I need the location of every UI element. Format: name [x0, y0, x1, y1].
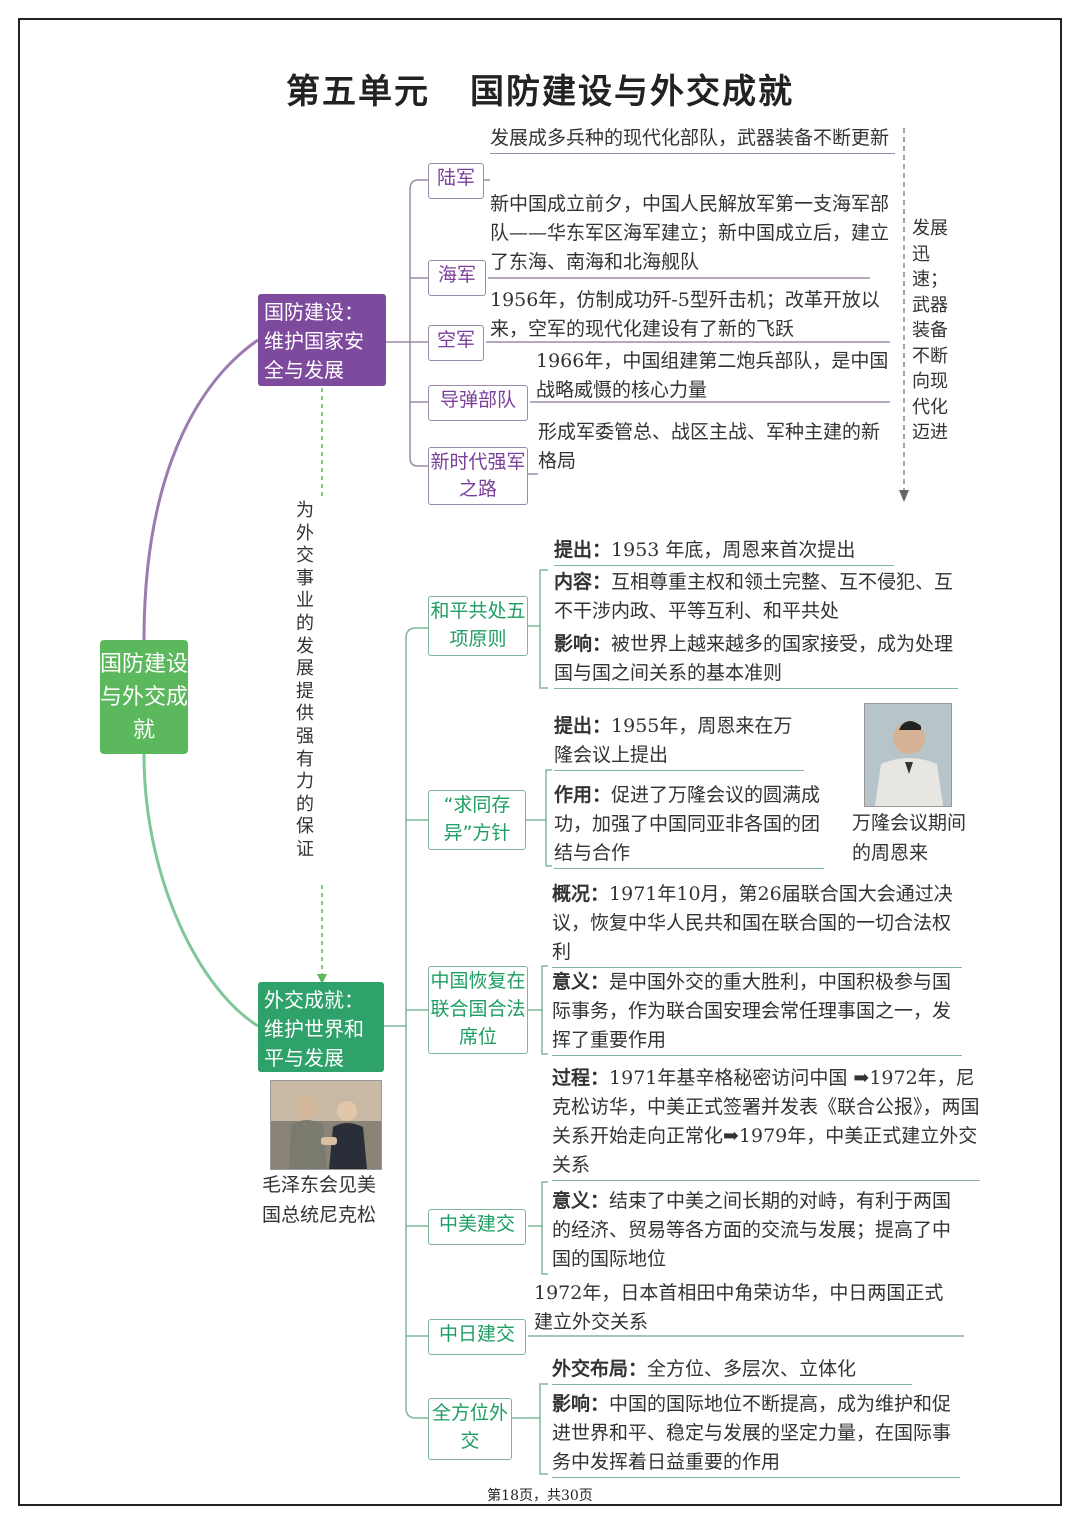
sino-us-process: 1971年基辛格秘密访问中国 ➡1972年，尼克松访华，中美正式签署并发表《联合… [552, 1067, 980, 1176]
five-principles-impact: 被世界上越来越多的国家接受，成为处理国与国之间关系的基本准则 [554, 633, 954, 684]
omni-node: 全方位外交 [428, 1398, 512, 1460]
omni-layout: 全方位、多层次、立体化 [647, 1358, 857, 1380]
navy-text: 新中国成立前夕，中国人民解放军第一支海军部队——华东军区海军建立；新中国成立后，… [490, 193, 890, 273]
five-principles-content-label: 内容： [554, 571, 612, 593]
seek-common-role: 促进了万隆会议的圆满成功，加强了中国同亚非各国的团结与合作 [554, 784, 821, 864]
sino-us-node: 中美建交 [428, 1209, 526, 1245]
navy-node: 海军 [428, 260, 486, 296]
page-title: 第五单元国防建设与外交成就 [0, 64, 1080, 113]
missile-node: 导弹部队 [428, 385, 528, 421]
missile-text: 1966年，中国组建第二炮兵部队，是中国战略威慑的核心力量 [536, 350, 889, 401]
page-footer: 第18页，共30页 [487, 1488, 593, 1504]
airforce-node: 空军 [428, 325, 484, 361]
mao-nixon-caption: 毛泽东会见美国总统尼克松 [262, 1174, 377, 1226]
unit-topic: 国防建设与外交成就 [470, 72, 794, 112]
newera-text: 形成军委管总、战区主战、军种主建的新格局 [538, 421, 881, 472]
omni-impact: 中国的国际地位不断提高，成为维护和促进世界和平、稳定与发展的坚定力量，在国际事务… [552, 1393, 952, 1473]
sino-jp-text: 1972年，日本首相田中角荣访华，中日两国正式建立外交关系 [534, 1282, 944, 1333]
five-principles-node: 和平共处五项原则 [428, 596, 528, 656]
five-principles-proposed: 1953 年底，周恩来首次提出 [611, 539, 856, 561]
sino-jp-node: 中日建交 [428, 1319, 526, 1355]
sino-us-meaning-label: 意义： [552, 1190, 610, 1212]
zhou-enlai-photo [864, 703, 952, 807]
seek-common-node: “求同存异”方针 [428, 790, 526, 850]
un-seat-overview: 1971年10月，第26届联合国大会通过决议，恢复中华人民共和国在联合国的一切合… [552, 883, 953, 963]
airforce-text: 1956年，仿制成功歼-5型歼击机；改革开放以来，空军的现代化建设有了新的飞跃 [490, 289, 880, 340]
five-principles-impact-label: 影响： [554, 633, 612, 655]
link-note: 为外交事业的发展提供强有力的保证 [296, 500, 314, 860]
mao-nixon-photo [270, 1080, 382, 1170]
un-seat-node: 中国恢复在联合国合法席位 [428, 966, 528, 1054]
zhou-enlai-caption: 万隆会议期间的周恩来 [852, 812, 967, 864]
un-seat-meaning: 是中国外交的重大胜利，中国积极参与国际事务，作为联合国安理会常任理事国之一，发挥… [552, 971, 952, 1051]
diplomacy-branch: 外交成就：维护世界和平与发展 [258, 982, 384, 1072]
seek-common-role-label: 作用： [554, 784, 612, 806]
newera-node: 新时代强军之路 [428, 447, 528, 505]
omni-layout-label: 外交布局： [552, 1358, 648, 1380]
army-text: 发展成多兵种的现代化部队，武器装备不断更新 [490, 124, 895, 154]
un-seat-meaning-label: 意义： [552, 971, 610, 993]
army-node: 陆军 [428, 163, 484, 199]
defense-branch: 国防建设：维护国家安全与发展 [258, 294, 386, 386]
root-node: 国防建设与外交成就 [100, 640, 188, 754]
page-frame [18, 18, 1062, 1506]
un-seat-overview-label: 概况： [552, 883, 610, 905]
seek-common-proposed: 1955年，周恩来在万隆会议上提出 [554, 715, 793, 766]
unit-label: 第五单元 [286, 72, 430, 112]
sino-us-meaning: 结束了中美之间长期的对峙，有利于两国的经济、贸易等各方面的交流与发展；提高了中国… [552, 1190, 952, 1270]
defense-side-note: 发展迅速；武器装备不断向现代化迈进 [912, 218, 948, 443]
five-principles-content: 互相尊重主权和领土完整、互不侵犯、互不干涉内政、平等互利、和平共处 [554, 571, 954, 622]
sino-us-process-label: 过程： [552, 1067, 610, 1089]
omni-impact-label: 影响： [552, 1393, 610, 1415]
seek-common-proposed-label: 提出： [554, 715, 612, 737]
five-principles-proposed-label: 提出： [554, 539, 612, 561]
